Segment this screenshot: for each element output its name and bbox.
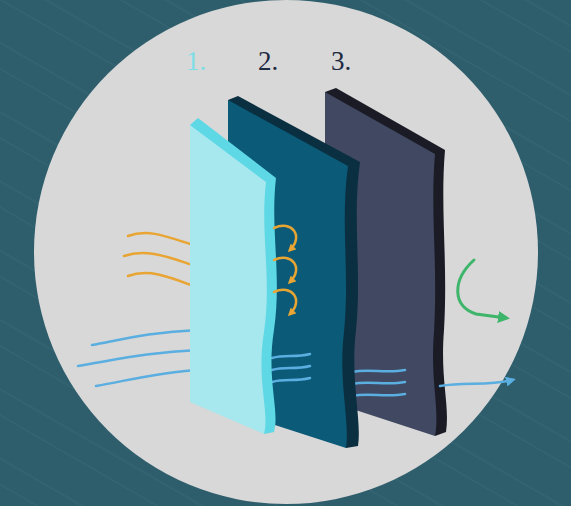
trap-swirls bbox=[274, 226, 296, 314]
fresh-air-arrow bbox=[458, 260, 506, 318]
panel-1 bbox=[190, 125, 267, 434]
air-streams-in bbox=[78, 330, 198, 386]
air-streams-inner bbox=[272, 354, 310, 382]
callout-number: 1. bbox=[186, 48, 206, 75]
air-out-arrow bbox=[440, 380, 512, 386]
backdrop-circle bbox=[34, 0, 538, 504]
air-streams-mid bbox=[352, 370, 405, 396]
callout-number: 3. bbox=[331, 48, 351, 75]
hot-air-streams bbox=[124, 233, 196, 287]
panel-1-edge bbox=[190, 118, 277, 434]
callout-number: 2. bbox=[258, 48, 278, 75]
